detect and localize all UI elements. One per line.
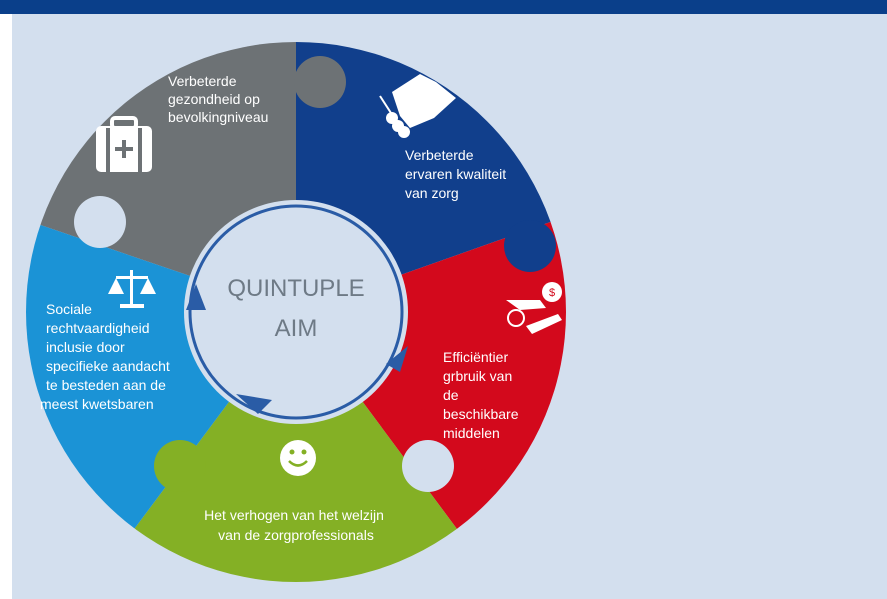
label-care-experience: Verbeterde ervaren kwaliteit van zorg (405, 147, 510, 201)
top-bar (0, 0, 887, 14)
center-ring (188, 204, 404, 420)
puzzle-knob-top (294, 56, 346, 108)
smiley-icon (280, 440, 316, 476)
arrow-right-down (386, 346, 408, 372)
arrow-bottom-left (236, 394, 272, 414)
money-hand-icon: $ (506, 282, 562, 334)
svg-text:$: $ (549, 287, 555, 299)
puzzle-knob-left (74, 196, 126, 248)
label-equity: Sociale rechtvaardigheid inclusie door s… (40, 301, 174, 412)
label-efficiency: Efficiëntier grbruik van de beschikbare … (443, 349, 522, 441)
handshake-icon (379, 74, 456, 138)
label-wellbeing: Het verhogen van het welzijn van de zorg… (204, 507, 388, 543)
center-title-line2: AIM (275, 315, 318, 342)
puzzle-knob-bottom-left (154, 440, 206, 492)
center-circle (184, 200, 408, 424)
arrow-left-up (186, 284, 206, 310)
puzzle-knob-right (504, 220, 556, 272)
label-population-health: Verbeterde gezondheid op bevolkingniveau (168, 73, 268, 125)
puzzle-knob-bottom-right (402, 440, 454, 492)
medical-bag-icon (96, 116, 152, 172)
center-title-line1: QUINTUPLE (227, 275, 364, 302)
scales-icon (108, 270, 156, 308)
